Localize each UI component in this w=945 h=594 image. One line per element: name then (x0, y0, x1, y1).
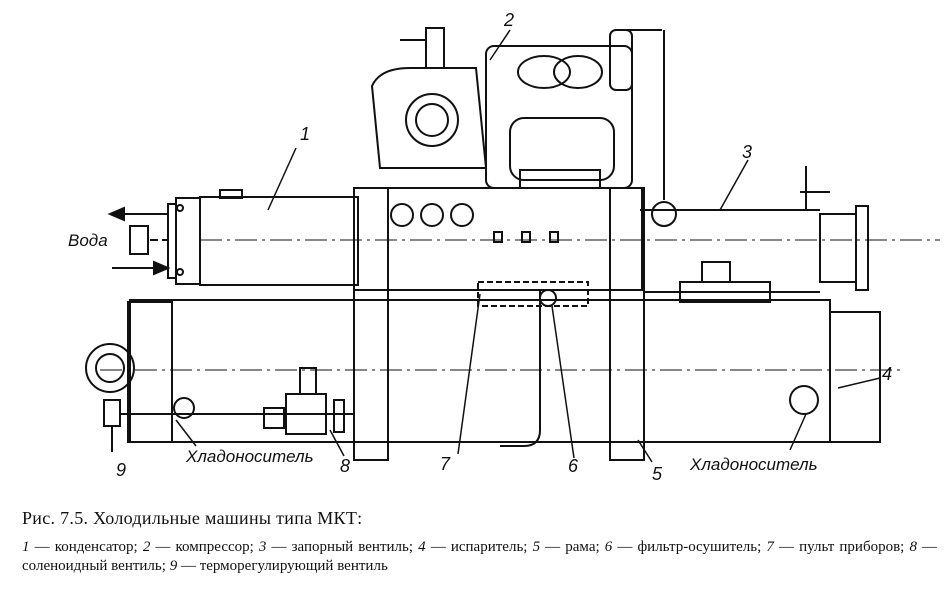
label-4: 4 (882, 364, 892, 384)
figure-caption-title: Рис. 7.5. Холодильные машины типа МКТ: (22, 508, 363, 528)
legend-item: 3 — запорный вентиль; (258, 539, 414, 555)
evaporator (85, 299, 900, 443)
label-8: 8 (340, 456, 350, 476)
legend-item: 8 — соленоидный вентиль; (22, 539, 938, 574)
label-coolant-right: Хладоноситель (689, 455, 818, 474)
refrigerant-line (500, 261, 820, 447)
label-2: 2 (503, 10, 514, 30)
figure-legend: 1 — конденсатор; 2 — компрессор; 3 — зап… (22, 538, 937, 576)
label-water: Вода (68, 231, 108, 250)
frame (353, 187, 645, 461)
label-7: 7 (440, 454, 451, 474)
legend-item: 7 — пульт приборов; (766, 539, 905, 555)
water-flow-arrows (107, 206, 171, 276)
shutoff-valve (609, 29, 869, 291)
legend-item: 6 — фильтр-осушитель; (604, 539, 762, 555)
legend-item: 5 — рама; (532, 539, 600, 555)
thermostatic-valve (103, 399, 121, 452)
legend-item: 2 — компрессор; (142, 539, 254, 555)
leader-lines (175, 29, 881, 463)
label-coolant-left: Хладоноситель (185, 447, 314, 466)
refrigeration-machine-diagram: 1 2 3 4 5 6 7 8 9 Вода Хладоноситель Хла… (68, 10, 940, 484)
legend-item: 4 — испаритель; (418, 539, 528, 555)
label-1: 1 (300, 124, 310, 144)
label-5: 5 (652, 464, 663, 484)
legend-item: 9 — терморегулирующий вентиль (169, 558, 388, 574)
label-9: 9 (116, 460, 126, 480)
filter-drier (477, 281, 589, 307)
label-3: 3 (742, 142, 752, 162)
condenser (129, 189, 940, 286)
legend-item: 1 — конденсатор; (22, 539, 138, 555)
solenoid-valve (120, 367, 354, 435)
label-6: 6 (568, 456, 579, 476)
compressor (370, 27, 633, 189)
gauge-panel (390, 203, 559, 243)
